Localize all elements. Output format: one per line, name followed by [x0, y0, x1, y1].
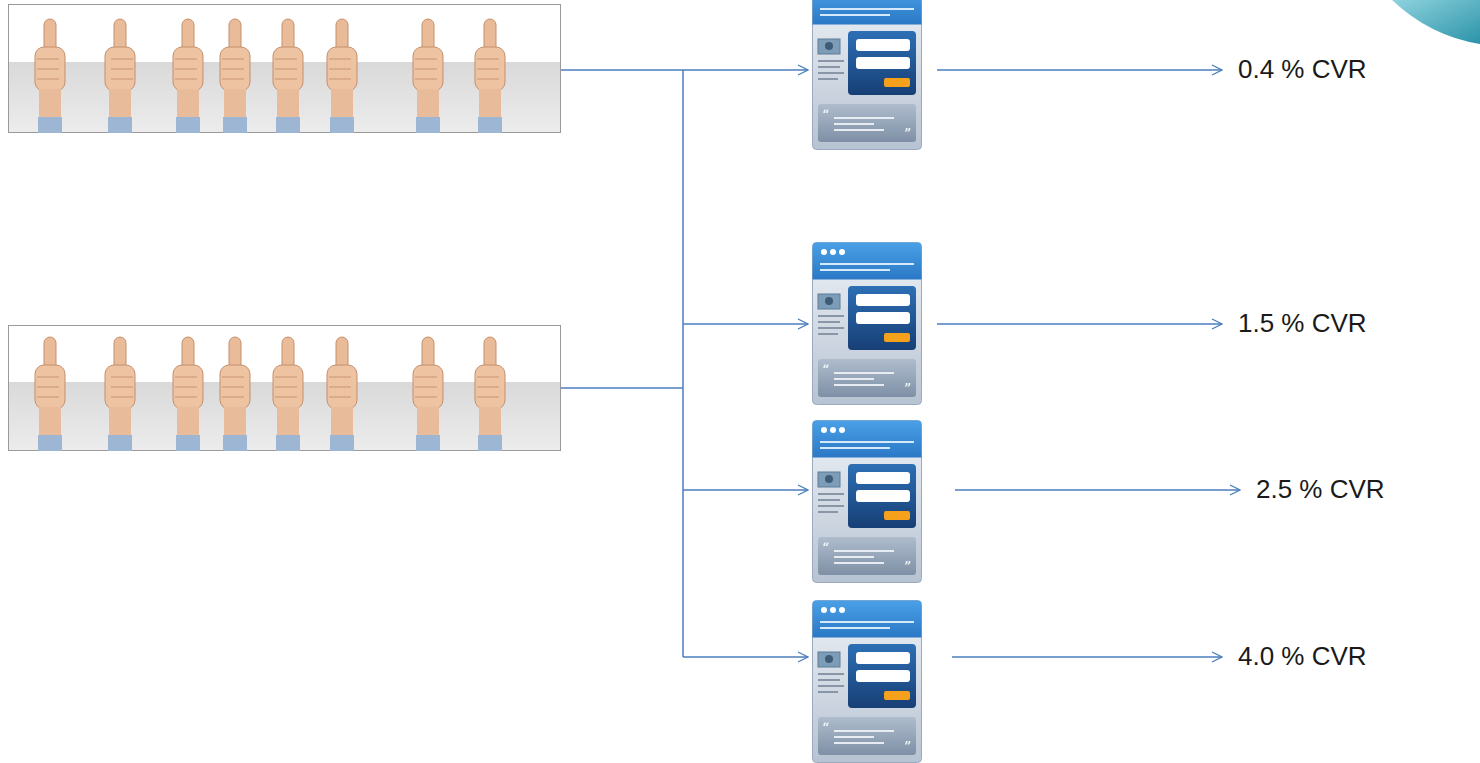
landing-page-icon — [813, 601, 922, 763]
flow-lines — [561, 70, 1240, 657]
cvr-label: 4.0 % CVR — [1236, 641, 1369, 672]
landing-page-icon — [813, 243, 922, 405]
cvr-label: 2.5 % CVR — [1254, 474, 1387, 505]
cvr-label: 0.4 % CVR — [1236, 54, 1369, 85]
cvr-label: 1.5 % CVR — [1236, 308, 1369, 339]
landing-page-icon — [813, 421, 922, 583]
landing-page-icon — [813, 0, 922, 150]
corner-ornament — [1392, 0, 1480, 44]
thumbs-banner — [9, 5, 561, 134]
thumbs-banner — [9, 326, 561, 452]
